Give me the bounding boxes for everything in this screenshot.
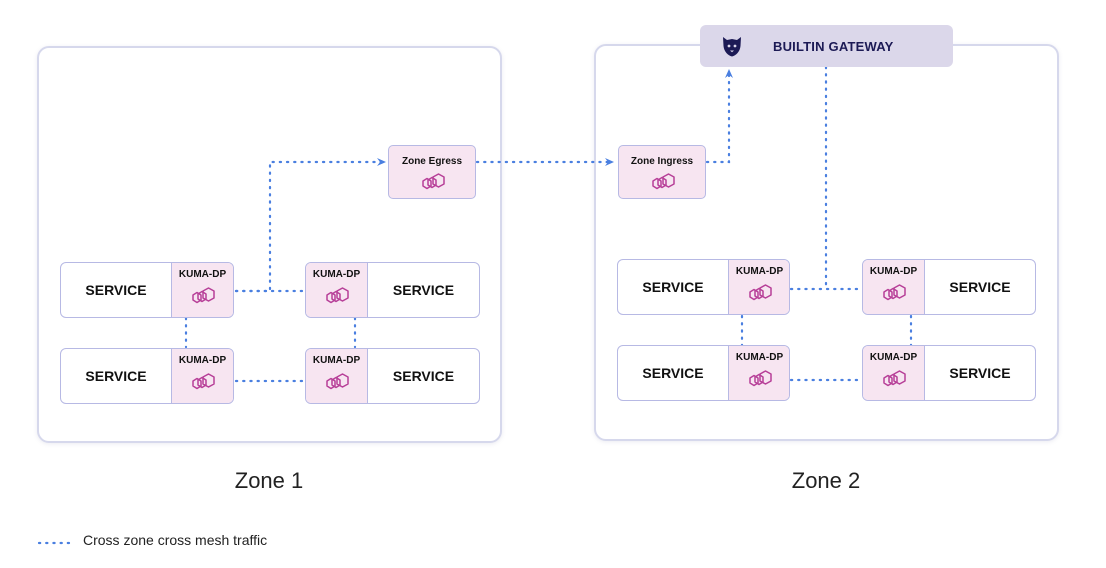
- service-label: SERVICE: [392, 368, 455, 384]
- ingress-to-gateway-path: [705, 68, 733, 164]
- legend-text: Cross zone cross mesh traffic: [83, 532, 268, 548]
- kuma-dataplane-icon: [883, 370, 906, 387]
- kuma-dp-sidecar: KUMA-DP: [728, 346, 789, 400]
- kuma-dp-sidecar: KUMA-DP: [306, 263, 368, 317]
- service-label: SERVICE: [85, 368, 147, 384]
- kuma-dataplane-icon: [422, 173, 445, 190]
- service-label: SERVICE: [642, 365, 704, 381]
- builtin-gateway-node: BUILTIN GATEWAY: [700, 25, 953, 67]
- kuma-bear-icon: [723, 37, 741, 57]
- kuma-dp-sidecar: KUMA-DP: [863, 260, 925, 314]
- kuma-dp-sidecar: KUMA-DP: [171, 263, 233, 317]
- zone2-service-bottom-left: SERVICE KUMA-DP: [617, 345, 790, 401]
- kuma-dp-sidecar: KUMA-DP: [728, 260, 789, 314]
- service-label: SERVICE: [392, 282, 455, 298]
- zone-1-label: Zone 1: [234, 468, 304, 493]
- kuma-dataplane-icon: [192, 287, 215, 304]
- service-label: SERVICE: [642, 279, 704, 295]
- zone-egress-label: Zone Egress: [401, 156, 463, 167]
- zone-egress-node: Zone Egress: [388, 145, 476, 199]
- zone-ingress-label: Zone Ingress: [630, 156, 694, 167]
- kuma-dataplane-icon: [192, 373, 215, 390]
- zone1-service-bottom-right: KUMA-DP SERVICE: [305, 348, 480, 404]
- kuma-dp-label: KUMA-DP: [178, 269, 227, 280]
- kuma-dataplane-icon: [652, 173, 675, 190]
- kuma-dp-label: KUMA-DP: [735, 352, 784, 363]
- kuma-dataplane-icon: [749, 370, 772, 387]
- kuma-dp-label: KUMA-DP: [312, 269, 361, 280]
- zone2-service-top-right: KUMA-DP SERVICE: [862, 259, 1036, 315]
- service-label: SERVICE: [85, 282, 147, 298]
- zone1-service-top-right: KUMA-DP SERVICE: [305, 262, 480, 318]
- zone1-service-bottom-left: SERVICE KUMA-DP: [60, 348, 234, 404]
- zone2-service-bottom-right: KUMA-DP SERVICE: [862, 345, 1036, 401]
- legend-dotted-line-icon: [37, 541, 71, 545]
- kuma-dataplane-icon: [326, 373, 349, 390]
- kuma-dp-label: KUMA-DP: [869, 352, 918, 363]
- kuma-dp-label: KUMA-DP: [869, 266, 918, 277]
- zone-2-label: Zone 2: [791, 468, 861, 493]
- kuma-dp-sidecar: KUMA-DP: [171, 349, 233, 403]
- service-label: SERVICE: [949, 279, 1011, 295]
- kuma-dp-label: KUMA-DP: [178, 355, 227, 366]
- kuma-dataplane-icon: [749, 284, 772, 301]
- kuma-dp-sidecar: KUMA-DP: [863, 346, 925, 400]
- zone2-service-top-left: SERVICE KUMA-DP: [617, 259, 790, 315]
- zone1-service-top-left: SERVICE KUMA-DP: [60, 262, 234, 318]
- zone-ingress-node: Zone Ingress: [618, 145, 706, 199]
- kuma-dp-label: KUMA-DP: [312, 355, 361, 366]
- kuma-dp-sidecar: KUMA-DP: [306, 349, 368, 403]
- kuma-dataplane-icon: [883, 284, 906, 301]
- gateway-label: BUILTIN GATEWAY: [773, 39, 894, 54]
- kuma-dp-label: KUMA-DP: [735, 266, 784, 277]
- kuma-dataplane-icon: [326, 287, 349, 304]
- service-label: SERVICE: [949, 365, 1011, 381]
